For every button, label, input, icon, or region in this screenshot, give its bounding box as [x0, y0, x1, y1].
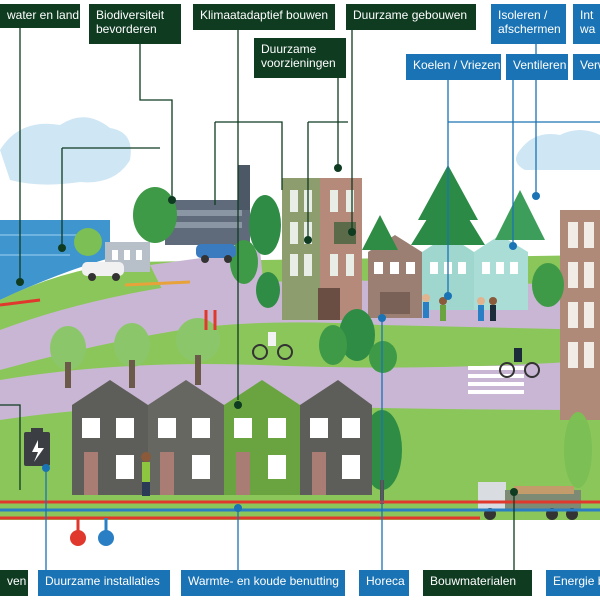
- label-int-wa: Int wa: [573, 4, 600, 44]
- clouds: [0, 117, 600, 185]
- label-duurzame-gebouwen: Duurzame gebouwen: [346, 4, 476, 30]
- label-water-en-land: water en land: [0, 4, 80, 28]
- heat-pump-cold-icon: [98, 530, 114, 546]
- connector-lines: [0, 28, 600, 572]
- label-bouwmaterialen: Bouwmaterialen: [423, 570, 532, 596]
- label-biodiversiteit-line2: bevorderen: [96, 22, 157, 36]
- label-isoleren-line2: afschermen: [498, 22, 561, 36]
- label-koelen-vriezen: Koelen / Vriezen: [406, 54, 501, 80]
- label-biodiversiteit-bevorderen: Biodiversiteit bevorderen: [89, 4, 181, 44]
- battery-icon: [24, 428, 50, 466]
- label-voorzieningen-line2: voorzieningen: [261, 56, 336, 70]
- label-energie: Energie b: [546, 570, 600, 596]
- row-houses: [72, 380, 372, 495]
- label-isoleren-afschermen: Isoleren / afschermen: [491, 4, 566, 44]
- label-voorzieningen-line1: Duurzame: [261, 42, 317, 56]
- people: [141, 294, 497, 496]
- label-duurzame-installaties: Duurzame installaties: [38, 570, 170, 596]
- right-apartment: [560, 210, 600, 420]
- label-klimaatadaptief-bouwen: Klimaatadaptief bouwen: [193, 4, 335, 30]
- cyclists: [252, 344, 540, 378]
- label-bottom-left: ven: [0, 570, 28, 596]
- label-int-line1: Int: [580, 8, 594, 22]
- brown-house: [368, 235, 422, 318]
- label-warmte-koude-benutting: Warmte- en koude benutting: [181, 570, 345, 596]
- label-duurzame-voorzieningen: Duurzame voorzieningen: [254, 38, 346, 78]
- willow-trees: [50, 318, 220, 388]
- label-verw: Verw: [573, 54, 600, 80]
- crosswalk: [468, 366, 524, 394]
- cars: [82, 244, 236, 281]
- label-horeca: Horeca: [359, 570, 409, 596]
- label-isoleren-line1: Isoleren /: [498, 8, 548, 22]
- middle-apartment: [282, 178, 362, 320]
- label-int-line2: wa: [580, 22, 596, 36]
- factory: [165, 165, 250, 245]
- connector-dots: [16, 164, 540, 512]
- underground-pipes: [0, 280, 600, 532]
- heat-pump-hot-icon: [70, 530, 86, 546]
- label-ventileren: Ventileren: [506, 54, 568, 80]
- label-biodiversiteit-line1: Biodiversiteit: [96, 8, 165, 22]
